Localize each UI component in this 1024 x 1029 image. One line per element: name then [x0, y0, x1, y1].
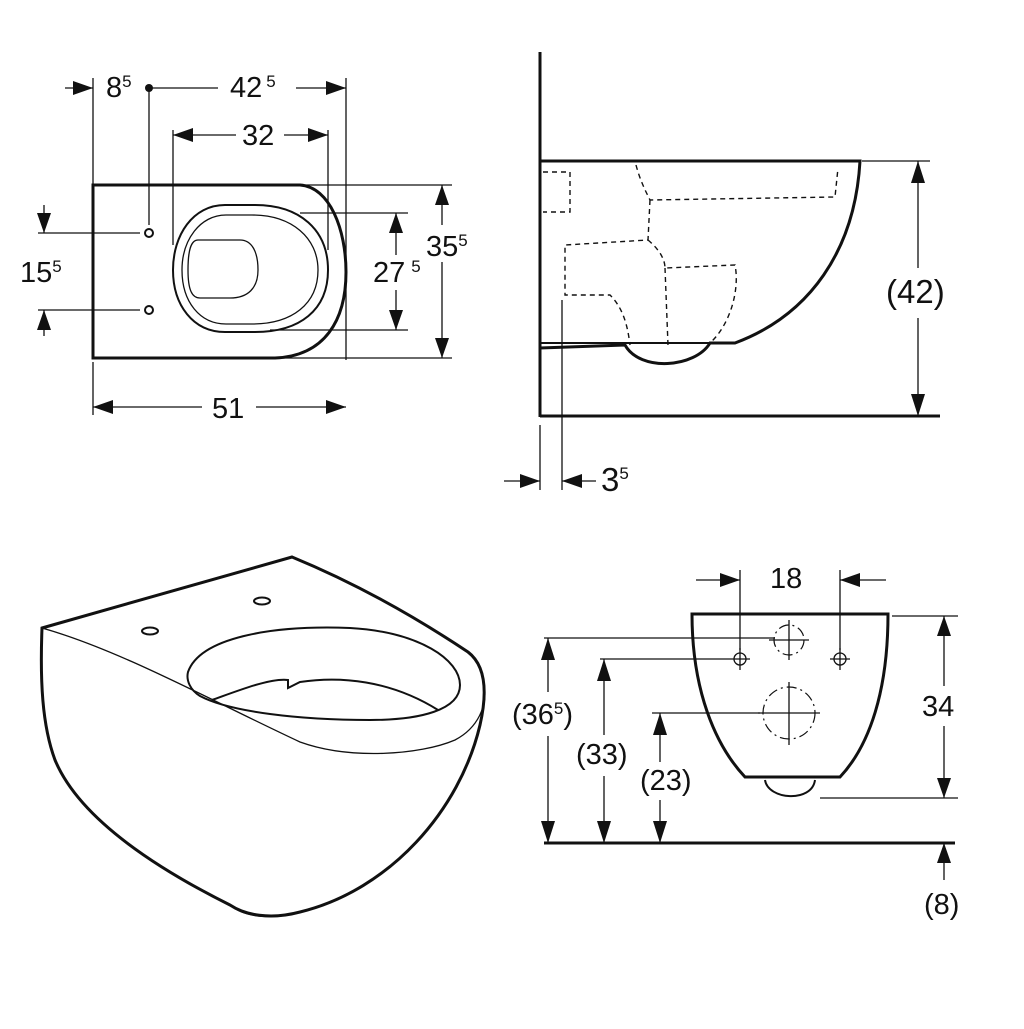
dim-outlet-height: (23) — [640, 765, 692, 797]
dim-top-height: (365) — [512, 699, 573, 731]
dim-total-height: 34 — [922, 691, 954, 723]
rear-view: 18 34 (8) (365) (33) (23) — [512, 563, 959, 921]
perspective-rim — [186, 626, 462, 722]
dim-hole-spacing: 155 — [20, 257, 62, 289]
dim-height: (42) — [886, 273, 945, 310]
perspective-bowl-opening — [211, 678, 439, 711]
rear-view-bolt-left — [730, 648, 750, 670]
perspective-view — [39, 555, 486, 918]
dim-wall-gap: 35 — [601, 461, 629, 498]
rear-view-outlet — [764, 779, 816, 798]
dim-length: 51 — [212, 393, 244, 425]
perspective-mount-hole-right — [253, 596, 271, 606]
perspective-mount-hole-left — [141, 626, 159, 636]
top-view-mount-hole-lower — [144, 305, 154, 315]
dim-bolt-spacing: 18 — [770, 563, 802, 595]
dim-floor-offset: (8) — [924, 889, 959, 921]
rear-view-waste — [758, 682, 820, 745]
dim-width: 355 — [426, 231, 468, 263]
top-view-bowl — [181, 214, 319, 325]
top-view-water-area — [187, 239, 259, 299]
side-view-outline — [539, 159, 862, 366]
dim-opening-width: 32 — [242, 120, 274, 152]
side-view: (42) 35 — [504, 52, 945, 498]
rear-view-inlet — [769, 620, 809, 660]
rear-view-bolt-right — [830, 648, 850, 670]
dim-bolt-height: (33) — [576, 739, 628, 771]
top-view-rim — [171, 204, 330, 333]
dim-offset: 85 — [106, 72, 132, 104]
top-view-mount-hole-upper — [144, 228, 154, 238]
perspective-outline — [39, 555, 486, 918]
